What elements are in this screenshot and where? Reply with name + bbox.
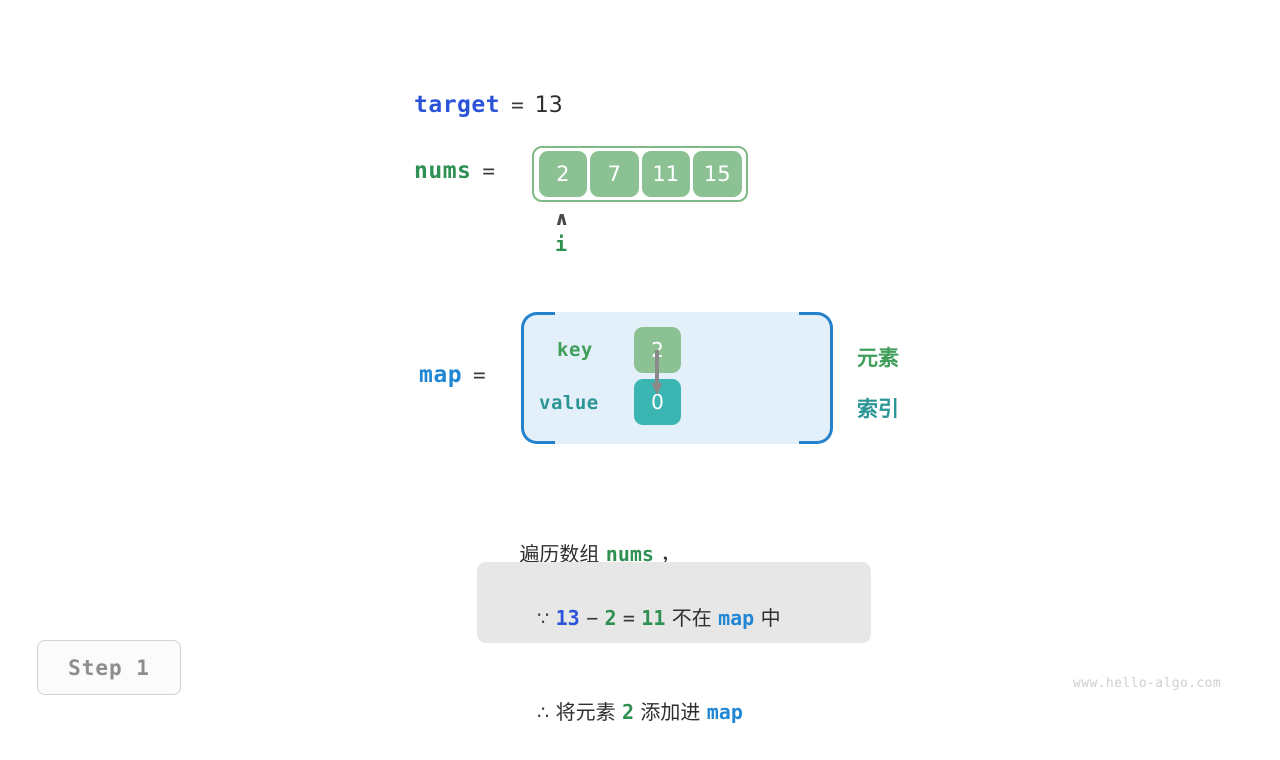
map-variable-name: map <box>419 362 463 388</box>
reason-add-text-after: 添加进 <box>640 700 701 724</box>
map-key-label: key <box>557 339 593 361</box>
key-to-value-arrow-icon <box>651 350 663 395</box>
because-symbol: ∵ <box>537 608 550 630</box>
reason-add-text-before: 将元素 <box>555 700 616 724</box>
narration-suffix: ， <box>660 542 681 566</box>
nums-assignment-row: nums = <box>414 158 506 184</box>
reason-line-2: ∴ 将元素 2 添加进 map <box>499 666 849 760</box>
nums-equals-sign: = <box>482 159 496 183</box>
target-assignment-row: target = 13 <box>414 92 563 118</box>
map-index-side-label: 索引 <box>857 397 899 421</box>
reason-code-map: map <box>718 606 755 630</box>
pointer-caret-icon: ∧ <box>554 208 570 230</box>
map-right-bracket <box>799 312 833 444</box>
array-cell: 2 <box>538 151 587 197</box>
diagram-canvas: target = 13 nums = 2 7 11 15 ∧ i map = key v… <box>37 92 1222 724</box>
array-cell: 7 <box>590 151 639 197</box>
target-variable-name: target <box>414 92 501 118</box>
target-equals-sign: = <box>511 93 524 117</box>
reason-result: 11 <box>641 606 666 630</box>
target-value: 13 <box>534 93 563 118</box>
step-badge: Step 1 <box>37 640 181 695</box>
map-assignment-row: map = <box>419 362 497 388</box>
nums-array-frame: 2 7 11 15 <box>532 146 748 202</box>
pointer-label-i: i <box>555 232 568 256</box>
minus-sign: − <box>586 606 599 630</box>
map-element-side-label: 元素 <box>857 346 899 370</box>
map-left-bracket <box>521 312 555 444</box>
reason-tail-text: 中 <box>760 606 781 630</box>
array-cell: 11 <box>641 151 690 197</box>
reason-not-in-text: 不在 <box>671 606 712 630</box>
reason-equals-sign: = <box>622 606 635 630</box>
reason-line-1: ∵ 13 − 2 = 11 不在 map 中 <box>499 572 849 666</box>
therefore-symbol: ∴ <box>537 702 550 724</box>
reason-operand-target: 13 <box>555 606 580 630</box>
reason-code-map-2: map <box>706 700 743 724</box>
map-equals-sign: = <box>473 363 486 387</box>
reason-box: ∵ 13 − 2 = 11 不在 map 中 ∴ 将元素 2 添加进 map <box>477 562 871 724</box>
reason-operand-current: 2 <box>604 606 617 630</box>
reason-added-element: 2 <box>621 700 635 724</box>
watermark: www.hello-algo.com <box>1073 676 1222 691</box>
map-value-label: value <box>539 392 599 414</box>
array-cell: 15 <box>693 151 742 197</box>
nums-variable-name: nums <box>414 158 472 184</box>
map-container: key value 2 0 <box>521 312 833 444</box>
